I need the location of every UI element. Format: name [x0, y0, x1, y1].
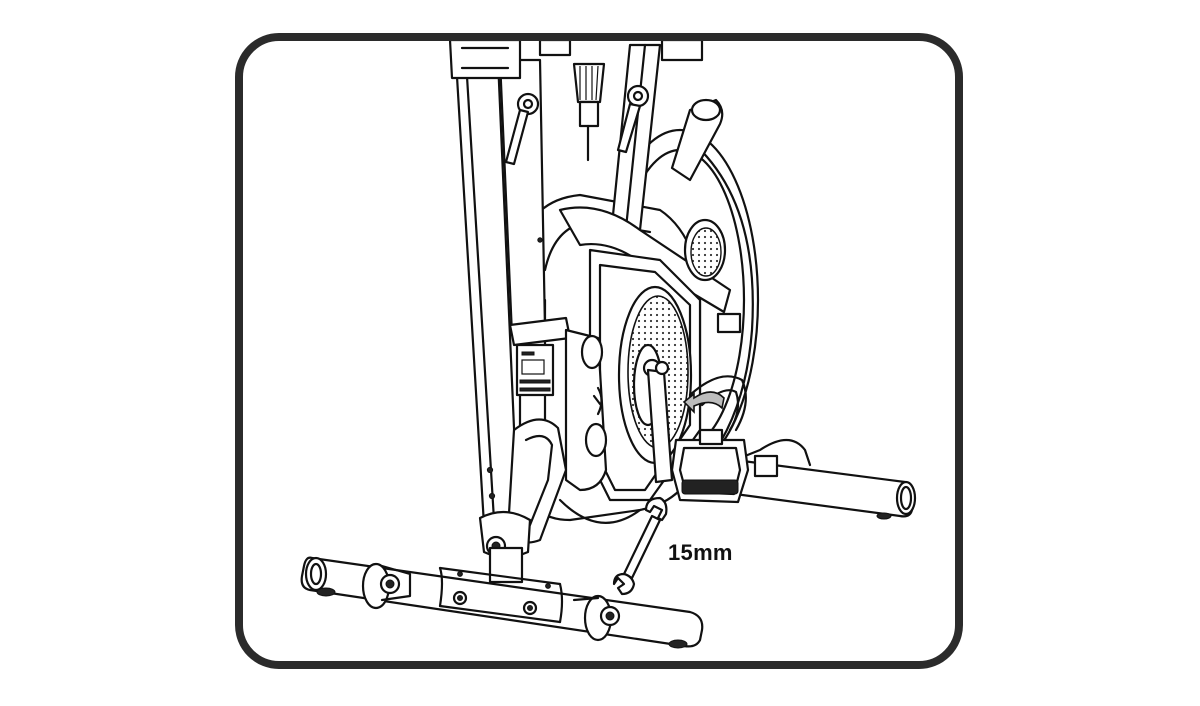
front-stabilizer [300, 556, 704, 649]
wrench-size-label: 15mm [668, 540, 733, 565]
rotation-arrow-icon [682, 391, 725, 414]
rear-stabilizer [733, 438, 917, 520]
pedal [670, 375, 750, 504]
front-bracket [478, 418, 568, 584]
wrench-icon [612, 496, 668, 596]
adjustment-knobs [504, 62, 724, 182]
crank-arm [646, 360, 674, 484]
console-panel [508, 316, 608, 492]
